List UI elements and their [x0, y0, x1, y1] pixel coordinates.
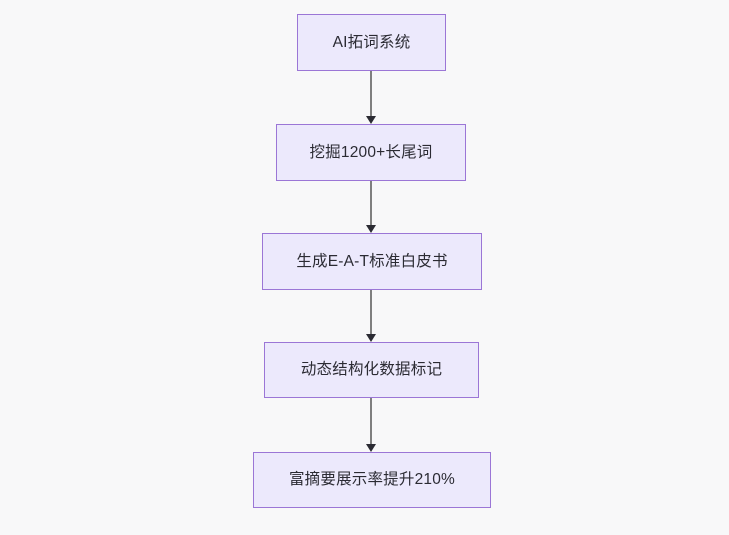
- edge-line: [370, 181, 372, 225]
- flow-node-label: 动态结构化数据标记: [300, 361, 443, 379]
- arrowhead-icon: [366, 444, 376, 452]
- flow-node-ai-keyword-system[interactable]: AI拓词系统: [297, 14, 446, 71]
- flow-node-label: AI拓词系统: [332, 33, 411, 51]
- arrowhead-icon: [366, 116, 376, 124]
- flow-node-dynamic-structured-data-markup[interactable]: 动态结构化数据标记: [264, 342, 479, 398]
- flow-node-generate-eat-whitepaper[interactable]: 生成E-A-T标准白皮书: [262, 233, 482, 290]
- edge-line: [370, 290, 372, 334]
- edge-line: [370, 71, 372, 116]
- arrowhead-icon: [366, 334, 376, 342]
- flow-node-mine-longtail-keywords[interactable]: 挖掘1200+长尾词: [276, 124, 466, 181]
- flow-node-rich-snippet-rate-increase[interactable]: 富摘要展示率提升210%: [253, 452, 491, 508]
- flow-node-label: 挖掘1200+长尾词: [309, 143, 433, 161]
- flow-node-label: 富摘要展示率提升210%: [288, 471, 456, 489]
- edge-line: [370, 398, 372, 444]
- arrowhead-icon: [366, 225, 376, 233]
- flow-node-label: 生成E-A-T标准白皮书: [296, 252, 448, 270]
